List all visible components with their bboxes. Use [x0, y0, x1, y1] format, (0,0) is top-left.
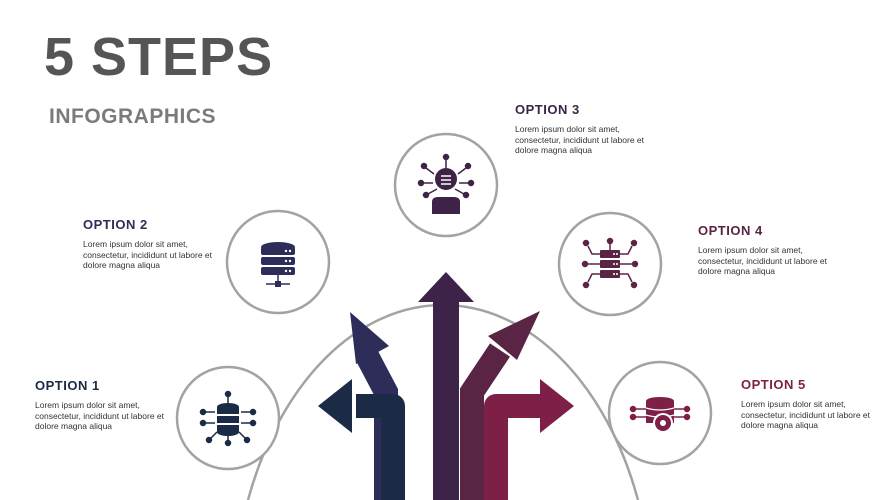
network-hub-icon	[417, 153, 475, 214]
option-3-text: Lorem ipsum dolor sit amet, consectetur,…	[515, 124, 644, 155]
arrow-option-4	[460, 311, 540, 500]
database-network-icon	[199, 390, 257, 447]
option-4-title: OPTION 4	[698, 223, 763, 238]
option-5-text: Lorem ipsum dolor sit amet, consectetur,…	[741, 399, 870, 430]
option-3-title: OPTION 3	[515, 102, 580, 117]
option-5-title: OPTION 5	[741, 377, 806, 392]
option-1-title: OPTION 1	[35, 378, 100, 393]
option-2-text: Lorem ipsum dolor sit amet, consectetur,…	[83, 239, 212, 270]
database-gear-icon	[629, 397, 691, 433]
option-circle-1	[175, 365, 281, 471]
page-title: 5 STEPS	[44, 27, 274, 87]
server-stack-icon	[261, 242, 295, 287]
arrow-option-5	[484, 379, 574, 500]
arrow-option-1	[318, 379, 405, 500]
option-2-title: OPTION 2	[83, 217, 148, 232]
page-subtitle: INFOGRAPHICS	[49, 105, 217, 128]
option-circle-5	[607, 360, 713, 466]
option-4-text: Lorem ipsum dolor sit amet, consectetur,…	[698, 245, 827, 276]
server-network-icon	[581, 237, 639, 289]
option-1-text: Lorem ipsum dolor sit amet, consectetur,…	[35, 400, 164, 431]
option-circle-3	[393, 132, 499, 238]
arrows-group	[318, 272, 574, 500]
option-circle-4	[557, 211, 663, 317]
arrow-option-3	[418, 272, 474, 500]
option-circle-2	[225, 209, 331, 315]
